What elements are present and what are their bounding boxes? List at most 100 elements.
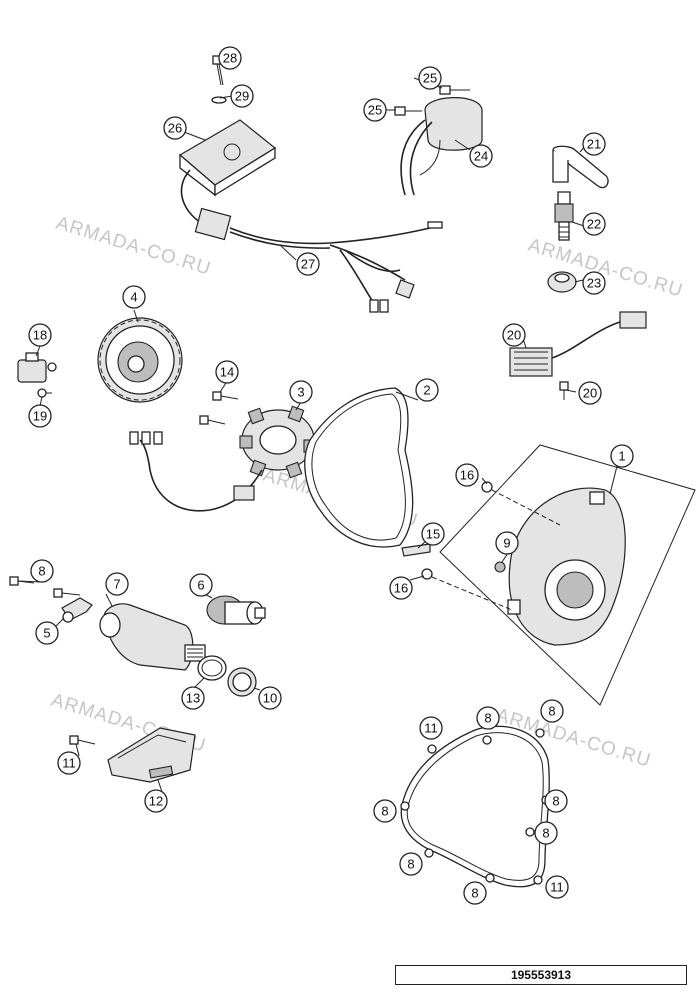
svg-text:15: 15 (426, 527, 440, 542)
plug-9 (494, 561, 506, 573)
spark-plug-cap (552, 145, 609, 189)
svg-text:8: 8 (542, 826, 549, 841)
ignition-control-unit (178, 119, 277, 197)
svg-text:14: 14 (220, 365, 234, 380)
svg-text:11: 11 (550, 880, 564, 895)
svg-text:26: 26 (168, 121, 182, 136)
callout-2: 2 (415, 378, 439, 402)
svg-text:10: 10 (263, 691, 277, 706)
callout-16-lower: 16 (389, 576, 413, 600)
bolt-14-lower (199, 415, 226, 425)
svg-text:22: 22 (587, 217, 601, 232)
bolt-8-lower (53, 588, 81, 598)
bolt-11-guard (69, 735, 96, 745)
callout-13: 13 (181, 686, 205, 710)
callout-7: 7 (105, 572, 129, 596)
bolt-18-small (47, 362, 57, 372)
svg-text:19: 19 (33, 409, 47, 424)
callout-25: 24 (469, 144, 493, 168)
cover-assembly-frame (439, 444, 696, 706)
callout-12: 12 (144, 789, 168, 813)
bolt-16-upper (481, 481, 561, 526)
callout-15: 15 (421, 522, 445, 546)
svg-text:8: 8 (552, 794, 559, 809)
watermark-2: ARMADA-CO.RU (526, 235, 686, 302)
svg-text:5: 5 (43, 626, 50, 641)
callout-22: 21 (582, 132, 606, 156)
o-ring-13 (197, 655, 227, 681)
svg-text:8: 8 (38, 564, 45, 579)
starter-guard (107, 727, 196, 783)
svg-text:11: 11 (62, 756, 76, 771)
callout-8-g4: 8 (544, 789, 568, 813)
svg-text:7: 7 (113, 577, 120, 592)
flywheel (97, 317, 183, 403)
washer-30 (211, 96, 227, 104)
bolt-26-lower (394, 106, 422, 116)
bolt-19 (37, 388, 52, 398)
callout-20: 20 (502, 323, 526, 347)
svg-text:24: 24 (474, 149, 488, 164)
svg-text:21: 21 (587, 137, 601, 152)
watermark-1: ARMADA-CO.RU (54, 213, 214, 280)
svg-text:27: 27 (301, 257, 315, 272)
clip-15 (401, 543, 431, 557)
svg-text:11: 11 (424, 721, 438, 736)
callout-30: 29 (230, 84, 254, 108)
pickup-sensor (17, 352, 47, 383)
callouts: 28 29 26 25 25 24 21 22 23 27 4 18 19 20… (28, 46, 634, 905)
callout-23: 22 (582, 212, 606, 236)
callout-26-upper: 25 (418, 66, 442, 90)
bolt-16-lower (421, 568, 513, 611)
callout-16-upper: 16 (455, 463, 479, 487)
svg-text:16: 16 (394, 581, 408, 596)
stator (129, 405, 317, 512)
svg-text:9: 9 (503, 536, 510, 551)
bushing-10 (227, 667, 257, 697)
leader-lines (17, 57, 618, 796)
callout-3: 3 (289, 380, 313, 404)
callout-26-lower: 25 (363, 98, 387, 122)
generator-cover (507, 487, 626, 646)
inner-cover-gasket (304, 387, 414, 548)
svg-text:18: 18 (33, 328, 47, 343)
svg-text:29: 29 (235, 89, 249, 104)
callout-29: 28 (218, 46, 242, 70)
callout-11-gasket-top: 11 (419, 716, 443, 740)
callout-10: 10 (258, 686, 282, 710)
svg-text:20: 20 (507, 328, 521, 343)
wiring-harness (180, 169, 443, 313)
callout-8-g1: 8 (476, 706, 500, 730)
callout-21: 20 (578, 381, 602, 405)
callout-5: 5 (35, 621, 59, 645)
callout-11-guard: 11 (57, 751, 81, 775)
callout-27: 26 (163, 116, 187, 140)
svg-text:8: 8 (548, 704, 555, 719)
starter-motor (99, 603, 206, 671)
svg-text:20: 20 (583, 386, 597, 401)
svg-text:16: 16 (460, 468, 474, 483)
callout-24: 23 (582, 271, 606, 295)
svg-text:8: 8 (471, 886, 478, 901)
starter-gear-6 (206, 595, 266, 625)
spark-plug (554, 191, 574, 241)
callout-8-g3: 8 (373, 799, 397, 823)
svg-text:25: 25 (368, 103, 382, 118)
diagram-reference-number: 195553913 (395, 965, 687, 985)
svg-text:28: 28 (223, 51, 237, 66)
svg-text:8: 8 (484, 711, 491, 726)
callout-8-g6: 8 (399, 852, 423, 876)
callout-8-g2: 8 (540, 699, 564, 723)
svg-text:8: 8 (381, 804, 388, 819)
voltage-regulator (509, 311, 647, 377)
callout-28: 27 (296, 252, 320, 276)
svg-text:23: 23 (587, 276, 601, 291)
svg-text:3: 3 (297, 385, 304, 400)
callout-14: 14 (215, 360, 239, 384)
callout-4: 4 (122, 285, 146, 309)
callout-8-g7: 8 (463, 881, 487, 905)
outer-cover-gasket (400, 725, 551, 888)
callout-18: 18 (28, 323, 52, 347)
bolt-26-upper (439, 85, 470, 95)
